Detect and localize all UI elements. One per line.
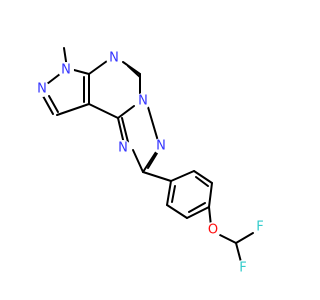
svg-text:N: N bbox=[61, 63, 71, 78]
bond bbox=[42, 95, 54, 115]
bond bbox=[195, 176, 209, 187]
bond bbox=[235, 232, 254, 244]
bond bbox=[235, 242, 242, 263]
atom-label-n-bridge: N bbox=[135, 93, 151, 109]
bond bbox=[48, 95, 59, 113]
atom-label-layer: N N N N N N O F bbox=[34, 50, 268, 276]
molecule-structure: N N N N N N O F bbox=[34, 47, 268, 276]
atom-label-f-bottom: F bbox=[235, 260, 251, 276]
bond bbox=[73, 69, 90, 75]
bond bbox=[117, 105, 135, 119]
svg-text:N: N bbox=[138, 94, 148, 109]
svg-text:N: N bbox=[109, 51, 119, 66]
atom-label-n-pyrazole: N bbox=[34, 81, 50, 97]
bond bbox=[117, 117, 125, 145]
bond bbox=[46, 73, 61, 85]
bond bbox=[56, 103, 90, 116]
atom-label-n-triazole-right: N bbox=[153, 138, 169, 154]
atom-label-f-top: F bbox=[252, 219, 268, 235]
bond bbox=[208, 182, 213, 208]
bond bbox=[166, 180, 172, 206]
bond bbox=[219, 234, 237, 244]
svg-text:N: N bbox=[118, 141, 128, 156]
atom-label-n-triazole-left: N bbox=[115, 140, 131, 156]
bond bbox=[88, 103, 119, 119]
svg-text:F: F bbox=[239, 261, 246, 276]
bond bbox=[127, 65, 141, 78]
bond bbox=[121, 117, 129, 143]
bond-layer bbox=[42, 47, 254, 263]
bond bbox=[166, 204, 188, 219]
bond bbox=[171, 185, 176, 203]
bond bbox=[193, 170, 213, 184]
atom-label-n-methyl: N bbox=[58, 62, 74, 78]
bond bbox=[147, 106, 159, 142]
bond bbox=[88, 60, 108, 75]
svg-text:N: N bbox=[37, 82, 47, 97]
svg-text:O: O bbox=[208, 223, 218, 238]
bond bbox=[142, 171, 172, 182]
bond bbox=[188, 202, 206, 213]
bond bbox=[186, 206, 210, 219]
atom-label-n-pyrimidine: N bbox=[106, 50, 122, 66]
bond bbox=[142, 151, 157, 173]
bond bbox=[132, 149, 144, 173]
svg-text:N: N bbox=[156, 139, 166, 154]
bond bbox=[170, 170, 195, 182]
svg-text:F: F bbox=[256, 220, 263, 235]
atom-label-o-ether: O bbox=[205, 222, 221, 238]
